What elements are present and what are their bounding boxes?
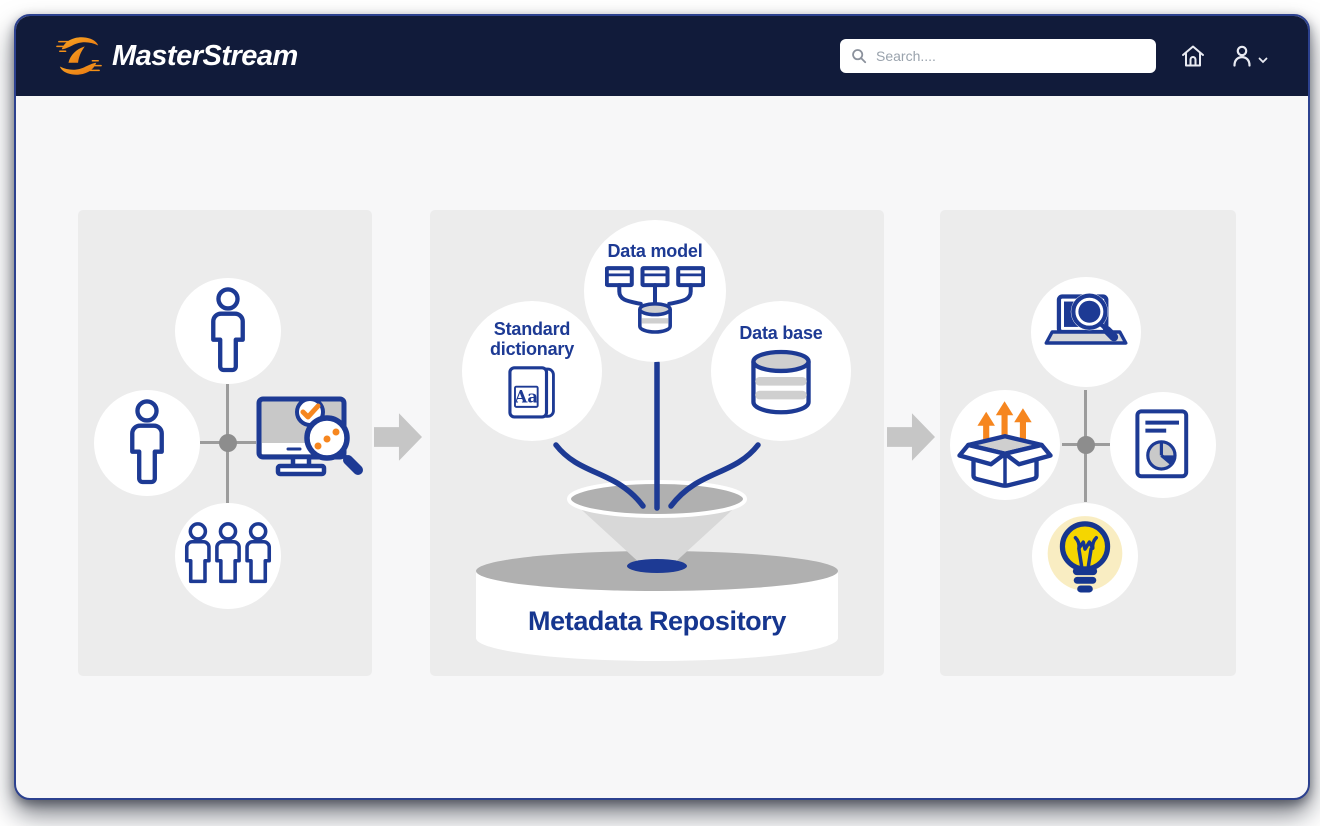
- panel-outputs: [940, 210, 1236, 676]
- flow-arrow-1: [374, 413, 422, 461]
- chevron-down-icon: [1258, 57, 1268, 64]
- user-icon: [130, 399, 164, 485]
- connector-node: [219, 434, 237, 452]
- app-header: MasterStream: [16, 16, 1308, 96]
- search-box: [840, 39, 1156, 73]
- user-group-icon: [184, 522, 272, 584]
- circle-box-export: [950, 390, 1060, 500]
- brand-name: MasterStream: [112, 39, 298, 72]
- panel-users: [78, 210, 372, 676]
- connector-node: [1077, 436, 1095, 454]
- home-button[interactable]: [1180, 43, 1206, 69]
- user-icon: [1233, 45, 1251, 67]
- user-menu-button[interactable]: [1230, 44, 1268, 68]
- node-standard-dictionary: Standard dictionary Aa: [462, 301, 602, 441]
- lightbulb-icon: [1047, 516, 1123, 593]
- app-window: MasterStream: [14, 14, 1310, 800]
- panel-metadata-sources: Metadata Repository Standard dictionary …: [430, 210, 884, 676]
- flow-arrow-2: [887, 413, 935, 461]
- search-input[interactable]: [874, 47, 1145, 65]
- report-pie-icon: [1135, 409, 1189, 479]
- laptop-search-icon: [1044, 293, 1128, 345]
- box-export-icon: [957, 401, 1053, 488]
- brand-swirl-icon: [56, 37, 102, 75]
- node-label: Data model: [607, 240, 703, 261]
- user-icon: [211, 287, 245, 373]
- node-label: Standard dictionary: [489, 319, 575, 359]
- search-icon: [852, 49, 867, 64]
- er-model-icon: [605, 266, 705, 334]
- circle-user-left: [94, 390, 200, 496]
- node-label: Data base: [739, 322, 823, 343]
- circle-report: [1110, 392, 1216, 498]
- circle-user-top: [175, 278, 281, 384]
- circle-user-group: [175, 503, 281, 609]
- node-data-base: Data base: [711, 301, 851, 441]
- database-cylinder-icon: [751, 349, 811, 415]
- home-icon: [1182, 45, 1204, 67]
- node-data-model: Data model: [584, 220, 726, 362]
- brand-logo[interactable]: MasterStream: [56, 33, 298, 79]
- repository-label: Metadata Repository: [528, 606, 786, 636]
- dictionary-book-icon: Aa: [508, 365, 555, 419]
- dictionary-glyph: Aa: [514, 387, 539, 406]
- main-content: Metadata Repository Standard dictionary …: [16, 96, 1308, 798]
- funnel-graphic: [476, 360, 838, 661]
- circle-laptop-search: [1031, 277, 1141, 387]
- monitor-check-search-icon: [256, 396, 363, 477]
- circle-lightbulb: [1032, 503, 1138, 609]
- header-actions: [840, 39, 1268, 73]
